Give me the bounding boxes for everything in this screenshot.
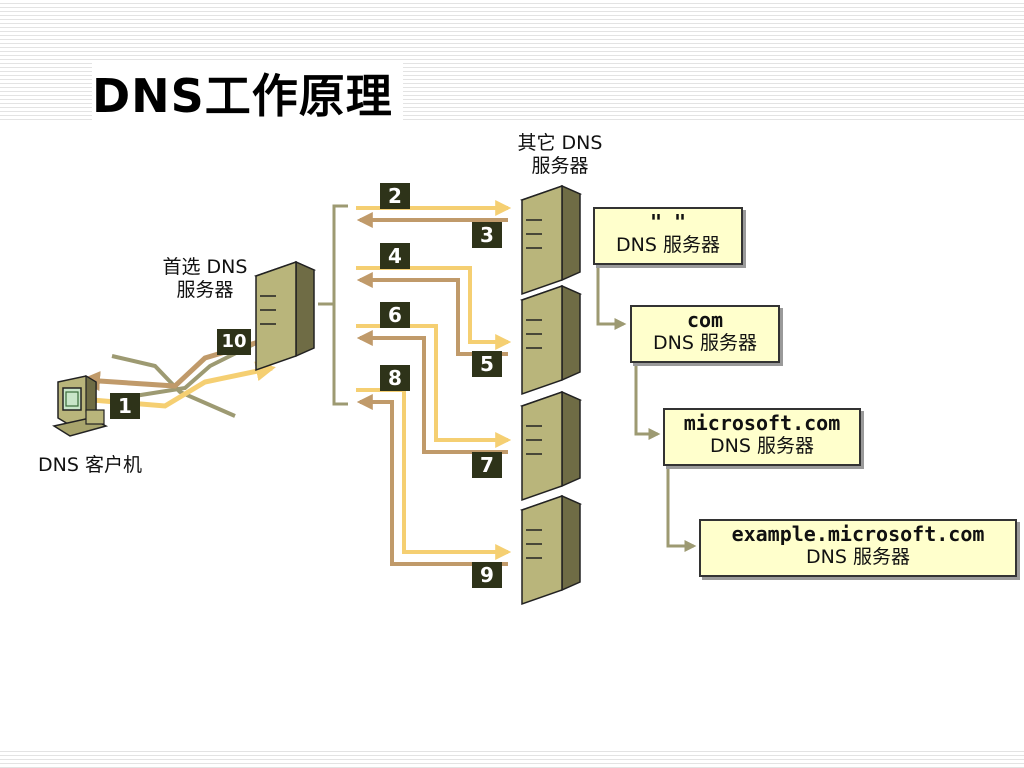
label-line: 首选 DNS xyxy=(162,256,248,278)
preferred-bracket xyxy=(318,204,348,406)
step-badge: 5 xyxy=(472,351,502,377)
server-icon xyxy=(521,285,581,395)
step-badge: 6 xyxy=(380,302,410,328)
hierarchy-connectors xyxy=(596,264,697,552)
box-title: microsoft.com xyxy=(683,411,841,435)
other-dns-servers-label: 其它 DNS 服务器 xyxy=(498,132,622,178)
step-badge: 4 xyxy=(380,243,410,269)
step-badge: 1 xyxy=(110,393,140,419)
box-title: com xyxy=(686,308,724,332)
preferred-dns-server-label: 首选 DNS 服务器 xyxy=(140,256,270,302)
box-subtitle: DNS 服务器 xyxy=(806,546,910,568)
client-computer-icon xyxy=(52,374,109,437)
page-title: DNS工作原理 xyxy=(92,60,403,126)
box-title: example.microsoft.com xyxy=(731,522,985,546)
box-subtitle: DNS 服务器 xyxy=(616,234,720,256)
step-badge: 10 xyxy=(217,329,251,355)
server-icon xyxy=(521,495,581,605)
step-badge: 3 xyxy=(472,222,502,248)
microsoft-dns-server-box: microsoft.com DNS 服务器 xyxy=(663,408,861,466)
query-arrows xyxy=(356,200,512,566)
step-badge: 7 xyxy=(472,452,502,478)
root-dns-server-box: " " DNS 服务器 xyxy=(593,207,743,265)
box-subtitle: DNS 服务器 xyxy=(653,332,757,354)
step-badge: 9 xyxy=(472,562,502,588)
step-badge: 2 xyxy=(380,183,410,209)
example-microsoft-dns-server-box: example.microsoft.com DNS 服务器 xyxy=(699,519,1017,577)
label-line: 其它 DNS xyxy=(517,132,603,154)
server-icon xyxy=(521,185,581,295)
footer-stripes xyxy=(0,748,1024,768)
box-subtitle: DNS 服务器 xyxy=(710,435,814,457)
server-icon xyxy=(521,391,581,501)
label-line: 服务器 xyxy=(531,155,589,177)
label-line: 服务器 xyxy=(176,279,234,301)
box-title: " " xyxy=(649,210,687,234)
com-dns-server-box: com DNS 服务器 xyxy=(630,305,780,363)
step-badge: 8 xyxy=(380,365,410,391)
dns-client-label: DNS 客户机 xyxy=(38,454,142,476)
